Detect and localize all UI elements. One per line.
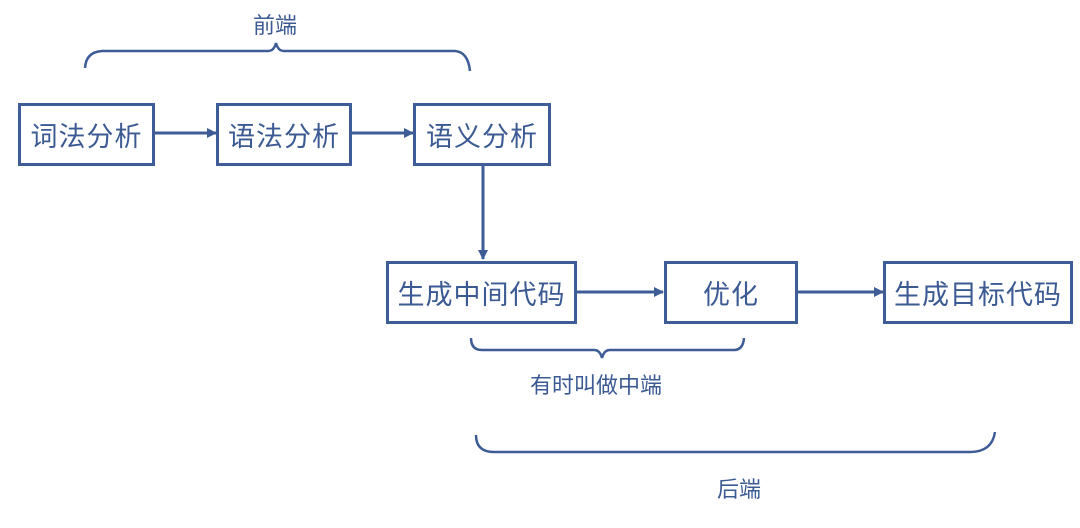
node-semantic-analysis: 语义分析 — [413, 103, 551, 166]
node-generate-target-code: 生成目标代码 — [883, 261, 1073, 324]
frontend-brace — [83, 42, 472, 72]
node-lexical-analysis: 词法分析 — [18, 103, 155, 166]
frontend-label: 前端 — [253, 14, 298, 39]
node-syntax-analysis: 语法分析 — [216, 103, 352, 166]
node-generate-intermediate-code: 生成中间代码 — [386, 261, 577, 324]
node-optimization: 优化 — [664, 261, 798, 324]
middle-brace — [469, 337, 746, 359]
backend-label: 后端 — [717, 478, 762, 503]
middle-end-label: 有时叫做中端 — [530, 374, 663, 399]
backend-brace — [474, 431, 997, 454]
